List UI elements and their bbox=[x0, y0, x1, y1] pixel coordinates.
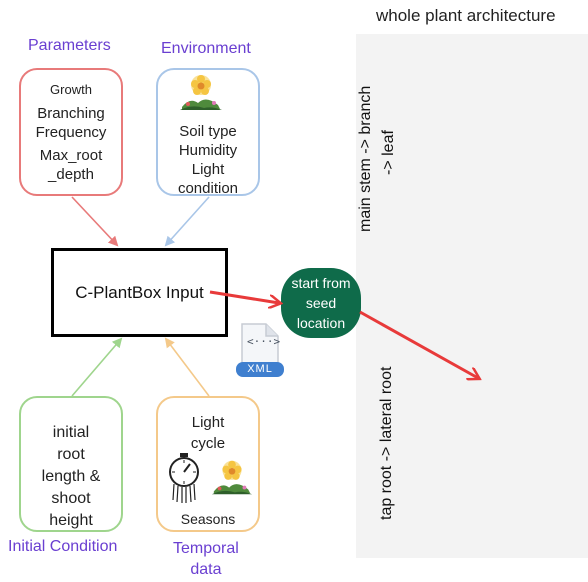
parameters-box: Growth Branching Frequency Max_root _dep… bbox=[19, 68, 123, 196]
seed-to-root-arrow bbox=[359, 310, 478, 378]
temporal-seasons: Seasons bbox=[180, 511, 236, 527]
env-soil-type: Soil type bbox=[179, 123, 237, 140]
environment-arrow bbox=[164, 196, 210, 247]
param-max-root: Max_root bbox=[39, 147, 103, 164]
param-depth: _depth bbox=[48, 166, 94, 183]
temporal-data-box: Light cycle Seasons bbox=[156, 396, 260, 532]
temporal-label-line-1: Temporal bbox=[173, 540, 239, 557]
env-humidity: Humidity bbox=[178, 142, 238, 159]
xml-file-icon: <···> XML bbox=[236, 322, 286, 380]
seed-location-node: start from seed location bbox=[281, 268, 361, 338]
temporal-arrow bbox=[164, 337, 210, 397]
timer-icon bbox=[169, 453, 199, 503]
seed-line-2: seed bbox=[305, 295, 337, 311]
xml-glyph: <···> bbox=[247, 335, 281, 348]
init-line-3: length & bbox=[41, 468, 101, 485]
environment-box: Soil type Humidity Light condition bbox=[156, 68, 260, 197]
seed-line-1: start from bbox=[291, 275, 351, 291]
temporal-light: Light bbox=[191, 414, 225, 431]
param-branching: Branching bbox=[37, 105, 105, 122]
root-description: tap root -> lateral root bbox=[378, 366, 395, 520]
cplantbox-input-box: C-PlantBox Input bbox=[51, 248, 228, 337]
flower-sun-icon bbox=[211, 460, 253, 495]
environment-label: Environment bbox=[161, 40, 251, 57]
temporal-label-line-2: data bbox=[190, 561, 222, 578]
parameters-arrow bbox=[71, 196, 119, 247]
flower-sun-icon bbox=[180, 75, 222, 110]
input-to-seed-arrow bbox=[209, 290, 279, 303]
cplantbox-input-label: C-PlantBox Input bbox=[75, 282, 204, 302]
param-frequency: Frequency bbox=[35, 124, 107, 141]
env-light: Light bbox=[191, 161, 225, 178]
page-title: whole plant architecture bbox=[376, 6, 556, 25]
init-line-1: initial bbox=[52, 424, 90, 441]
shoot-description-line-2: -> leaf bbox=[380, 130, 397, 175]
parameters-label: Parameters bbox=[28, 37, 111, 54]
temporal-cycle: cycle bbox=[190, 435, 226, 452]
env-condition: condition bbox=[177, 180, 239, 197]
seed-line-3: location bbox=[296, 315, 346, 331]
initial-condition-box: initial root length & shoot height bbox=[19, 396, 123, 532]
xml-label: XML bbox=[247, 363, 273, 375]
initial-condition-label: Initial Condition bbox=[8, 538, 118, 555]
initial-condition-arrow bbox=[71, 337, 123, 397]
init-line-2: root bbox=[57, 446, 85, 463]
init-line-5: height bbox=[49, 512, 93, 529]
init-line-4: shoot bbox=[51, 490, 91, 507]
param-growth: Growth bbox=[50, 82, 92, 97]
temporal-data-label: Temporal data bbox=[173, 538, 239, 580]
plant-display-panel bbox=[356, 34, 588, 558]
shoot-description-line-1: main stem -> branch bbox=[357, 85, 374, 232]
